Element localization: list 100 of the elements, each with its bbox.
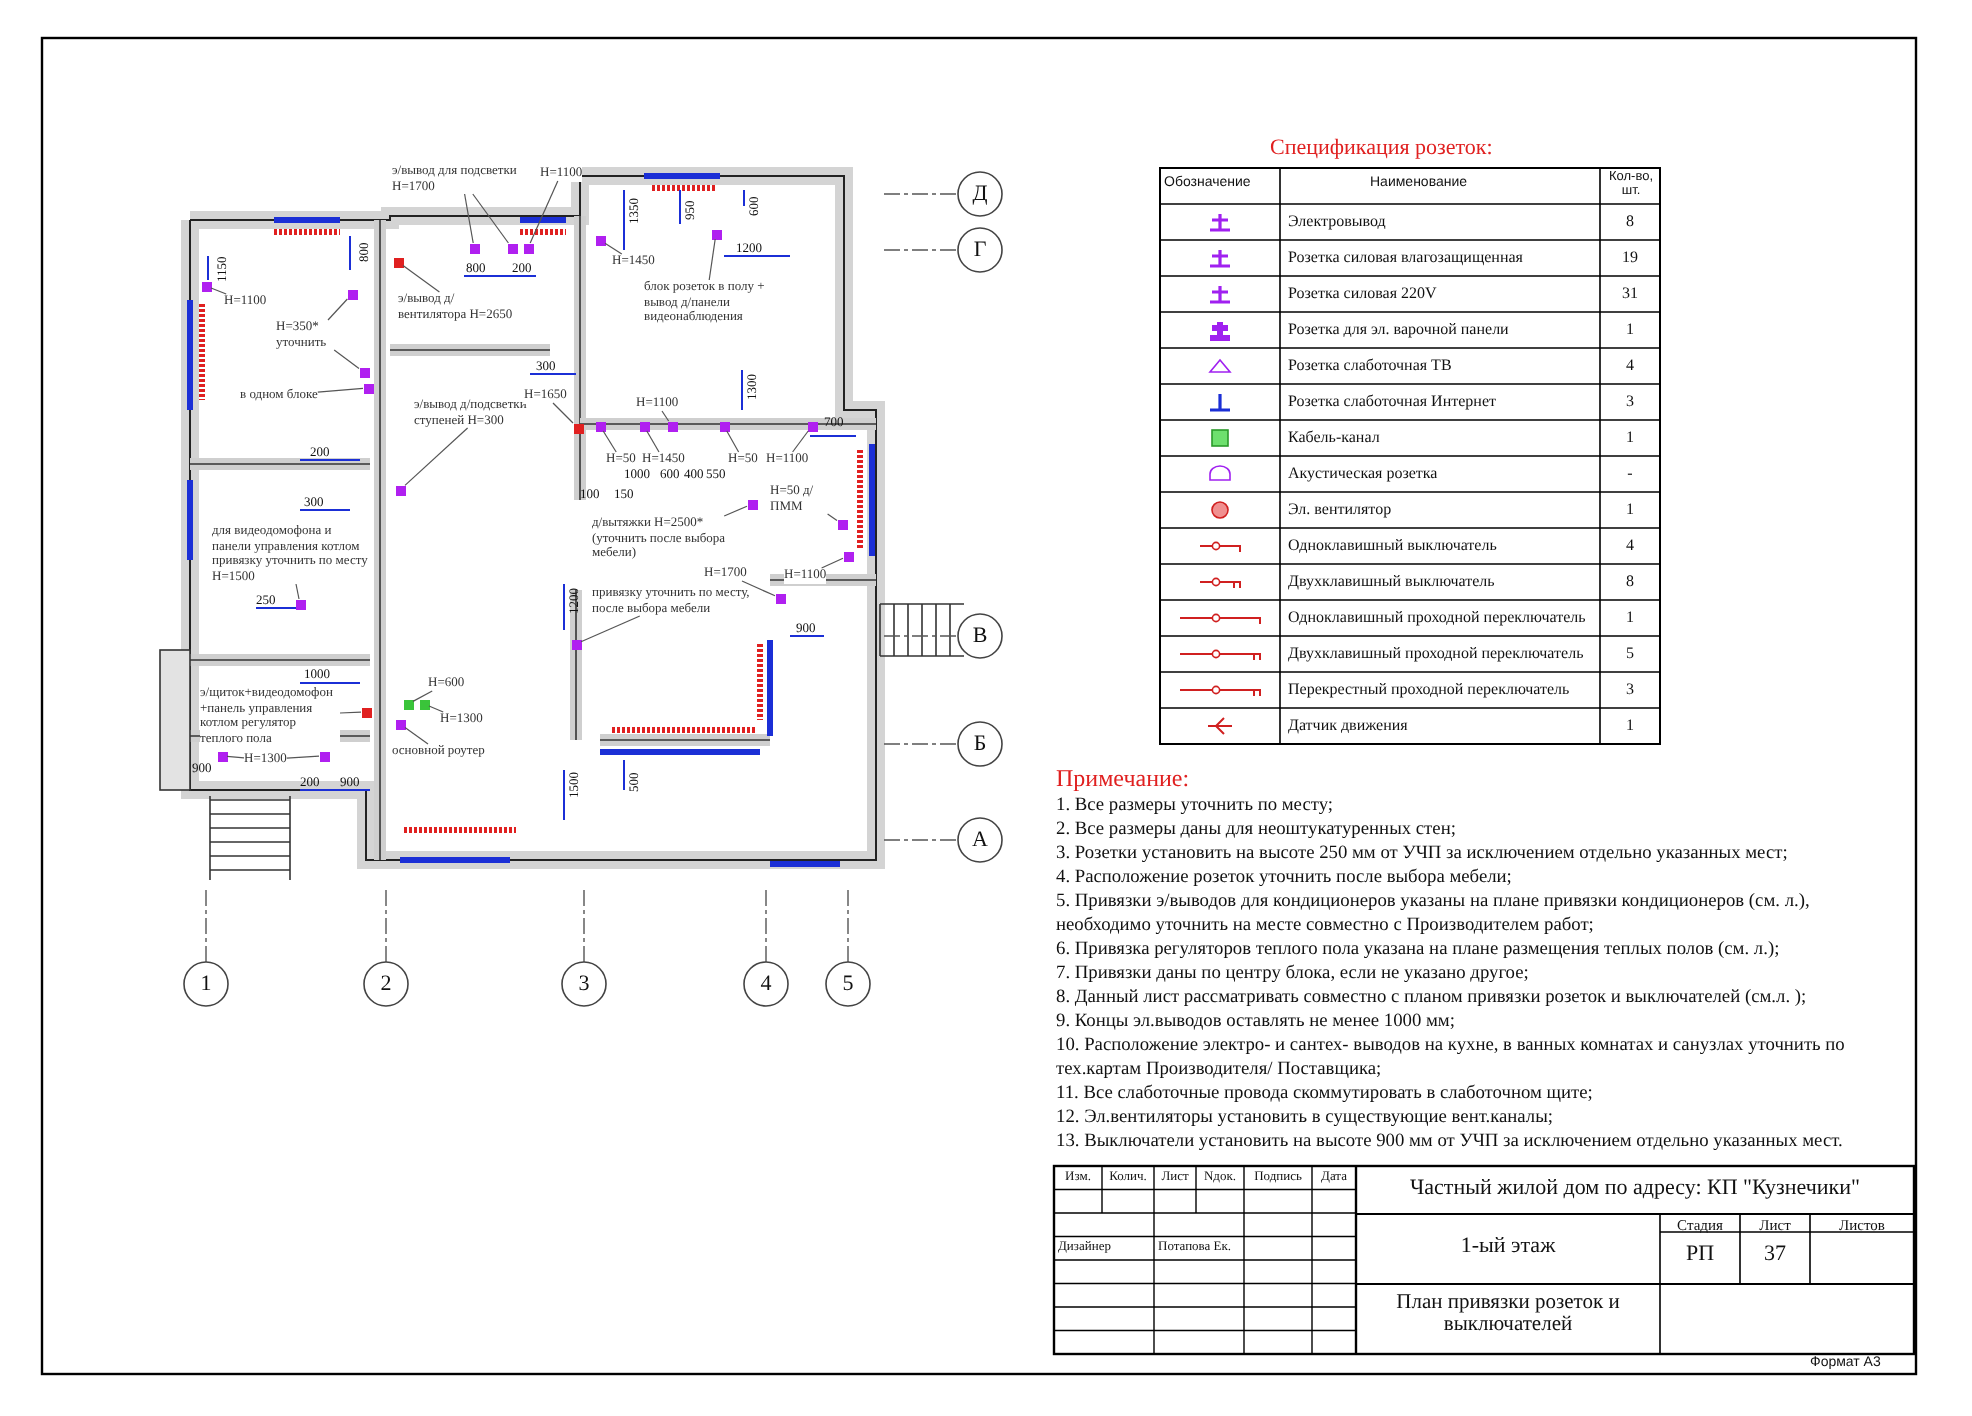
outlet-mark	[395, 485, 405, 495]
leader-line	[404, 427, 469, 486]
notes-heading: Примечание:	[1056, 764, 1190, 794]
outlet-mark	[595, 421, 605, 431]
outlet-mark	[393, 257, 403, 267]
quantity-value: -	[1625, 464, 1635, 482]
socket-type-name: Электровывод	[1288, 212, 1386, 230]
note-text: 13. Выключатели установить на высоте 900 мм от УЧП за исключением отдельно указанных мест.	[1056, 1130, 1845, 1155]
outlet-mark	[807, 421, 817, 431]
quantity-value: 31	[1620, 284, 1640, 302]
socket-type-name: Акустическая розетка	[1288, 464, 1438, 482]
outlet-mark	[395, 719, 405, 729]
socket-type-name: Одноклавишный выключатель	[1288, 536, 1497, 554]
outlet-mark	[667, 421, 677, 431]
leader-line	[339, 711, 362, 714]
leader-line	[529, 180, 559, 244]
outlet-mark	[837, 519, 847, 529]
quantity-value: 1	[1624, 608, 1636, 626]
outlet-mark	[201, 281, 211, 291]
note-text: 1. Все размеры уточнить по месту;	[1056, 794, 1336, 819]
outlet-mark	[573, 423, 583, 433]
quantity-value: 1	[1624, 716, 1636, 734]
quantity-value: 8	[1624, 212, 1636, 230]
floor-name: 1-ый этаж	[1458, 1234, 1558, 1258]
outlet-mark	[295, 599, 305, 609]
note-text: 5. Привязки э/выводов для кондиционеров указаны на плане привязки кондиционеров (см. л.), необходимо уточнить на месте совместно с Производителем работ;	[1056, 890, 1812, 939]
note-text: 8. Данный лист рассматривать совместно с планом привязки розеток и выключателей (см.л. );	[1056, 986, 1809, 1011]
outlet-mark	[639, 421, 649, 431]
note-text: 10. Расположение электро- и сантех- выводов на кухне, в ванных комнатах и санузлах уточнить по тех.картам Производителя/ Поставщика;	[1056, 1034, 1847, 1083]
note-text: 9. Концы эл.выводов оставлять не менее 1000 мм;	[1056, 1010, 1457, 1035]
outlet-mark	[843, 551, 853, 561]
note-text: 3. Розетки установить на высоте 250 мм от УЧП за исключением отдельно указанных мест;	[1056, 842, 1790, 867]
leader-line	[464, 193, 474, 244]
leader-line	[327, 298, 348, 321]
axis-label: 4	[758, 970, 774, 998]
outlet-mark	[747, 499, 757, 509]
outlet-mark	[571, 639, 581, 649]
outlet-mark	[217, 751, 227, 761]
drawing-title: План привязки розеток и выключателей	[1394, 1292, 1622, 1336]
note-text: 7. Привязки даны по центру блока, если не указано другое;	[1056, 962, 1531, 987]
leader-line	[412, 690, 433, 702]
outlet-mark	[363, 383, 373, 393]
socket-type-name: Розетка слаботочная ТВ	[1288, 356, 1452, 374]
socket-type-name: Одноклавишный проходной переключатель	[1288, 608, 1586, 626]
outlet-mark	[711, 229, 721, 239]
quantity-value: 3	[1624, 680, 1636, 698]
leader-line	[333, 349, 360, 369]
outlet-mark	[595, 235, 605, 245]
axis-label: 3	[576, 970, 592, 998]
project-title: Частный жилой дом по адресу: КП "Кузнечики"	[1407, 1176, 1863, 1200]
axis-label: А	[970, 826, 990, 854]
note-text: 6. Привязка регуляторов теплого пола указана на плане размещения теплых полов (см. л.);	[1056, 938, 1782, 963]
quantity-value: 19	[1620, 248, 1640, 266]
quantity-value: 3	[1624, 392, 1636, 410]
leader-line	[210, 287, 227, 295]
axis-label: Д	[970, 180, 990, 208]
leader-line	[646, 430, 660, 453]
leader-line	[741, 580, 776, 597]
outlet-mark	[507, 243, 517, 253]
quantity-value: 1	[1624, 500, 1636, 518]
axis-label: Б	[971, 730, 989, 758]
socket-type-name: Розетка силовая 220V	[1288, 284, 1437, 302]
table-title: Спецификация розеток:	[1270, 136, 1493, 160]
socket-type-name: Розетка для эл. варочной панели	[1288, 320, 1509, 338]
leader-line	[604, 242, 623, 255]
socket-type-name: Датчик движения	[1288, 716, 1408, 734]
leader-line	[792, 430, 809, 453]
leader-line	[472, 193, 509, 244]
stage-value: РП	[1683, 1242, 1717, 1266]
leader-line	[402, 265, 440, 293]
axis-label: Г	[971, 236, 989, 264]
socket-type-name: Кабель-канал	[1288, 428, 1380, 446]
quantity-value: 4	[1624, 356, 1636, 374]
leader-line	[723, 505, 748, 517]
note-text: 4. Расположение розеток уточнить после выбора мебели;	[1056, 866, 1514, 891]
socket-type-name: Розетка слаботочная Интернет	[1288, 392, 1496, 410]
leader-line	[226, 755, 245, 759]
leader-line	[827, 513, 838, 522]
leader-line	[580, 615, 641, 643]
socket-type-name: Двухклавишный проходной переключатель	[1288, 644, 1584, 662]
outlet-mark	[419, 699, 429, 709]
outlet-mark	[523, 243, 533, 253]
leader-line	[726, 430, 740, 453]
leader-line	[602, 430, 617, 453]
outlet-mark	[469, 243, 479, 253]
socket-type-name: Розетка силовая влагозащищенная	[1288, 248, 1523, 266]
outlet-mark	[775, 593, 785, 603]
outlet-mark	[403, 699, 413, 709]
quantity-value: 1	[1624, 320, 1636, 338]
axis-label: 5	[840, 970, 856, 998]
quantity-value: 1	[1624, 428, 1636, 446]
quantity-value: 4	[1624, 536, 1636, 554]
axis-label: 2	[378, 970, 394, 998]
leader-line	[708, 238, 716, 281]
leader-line	[317, 387, 364, 393]
socket-type-name: Двухклавишный выключатель	[1288, 572, 1495, 590]
axis-label: 1	[198, 970, 214, 998]
socket-type-name: Перекрестный проходной переключатель	[1288, 680, 1570, 698]
note-text: 2. Все размеры даны для неоштукатуренных стен;	[1056, 818, 1458, 843]
leader-line	[295, 583, 300, 600]
